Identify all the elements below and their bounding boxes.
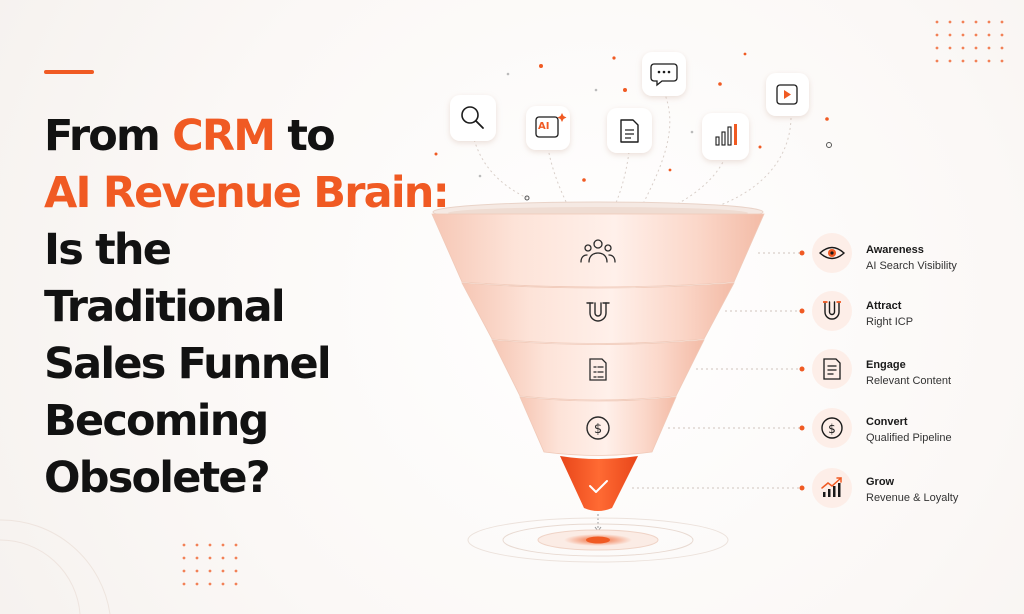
stage-title: Grow [866, 476, 895, 488]
magnet-icon [586, 302, 610, 322]
people-icon [580, 239, 616, 263]
chat-icon [642, 52, 686, 96]
headline-line-3: Is the [44, 225, 172, 275]
scatter-dots [434, 52, 832, 201]
headline-prefix: From [44, 111, 173, 161]
svg-text:$: $ [828, 422, 836, 436]
stage-subtitle: Right ICP [866, 316, 914, 328]
eye-icon [812, 233, 852, 273]
magnet-icon [812, 291, 852, 331]
stage-leader-dots [799, 250, 805, 491]
stage-leaders [632, 252, 800, 489]
dollar-icon: $ [812, 408, 852, 448]
headline-highlight: CRM [172, 111, 276, 161]
funnel-segment-grow [560, 456, 638, 511]
stage-label-convert: Convert Qualified Pipeline [866, 415, 952, 446]
ai-sparkle-icon [526, 106, 570, 150]
stage-subtitle: AI Search Visibility [866, 260, 957, 272]
headline-line-2: AI Revenue Brain: [44, 168, 450, 218]
headline-line-5: Sales Funnel [44, 339, 332, 389]
stage-label-engage: Engage Relevant Content [866, 358, 951, 389]
headline: From CRM to AI Revenue Brain: Is the Tra… [44, 108, 450, 507]
headline-line-4: Traditional [44, 282, 286, 332]
dot-grid-bottom-left [182, 543, 238, 586]
stage-subtitle: Revenue & Loyalty [866, 492, 959, 504]
target-rings [467, 517, 729, 563]
headline-line-6: Becoming [44, 396, 269, 446]
decorative-arcs [0, 519, 111, 614]
accent-bar [44, 70, 94, 74]
checkmark-icon [589, 480, 608, 493]
bar-chart-icon [702, 113, 749, 160]
funnel-segment-awareness [431, 213, 765, 288]
stage-subtitle: Qualified Pipeline [866, 432, 952, 444]
svg-text:$: $ [594, 422, 602, 437]
stage-title: Awareness [866, 244, 924, 256]
growth-chart-icon [812, 468, 852, 508]
document-icon [607, 108, 652, 153]
stage-label-attract: Attract Right ICP [866, 299, 913, 330]
checklist-icon [589, 358, 607, 381]
headline-suffix: to [274, 111, 335, 161]
play-icon [766, 73, 809, 116]
funnel-segment-engage [491, 339, 705, 401]
headline-line-7: Obsolete? [44, 453, 271, 503]
ai-badge-text: AI [538, 121, 550, 132]
dot-grid-top-right [935, 20, 1004, 63]
stage-label-awareness: Awareness AI Search Visibility [866, 243, 957, 274]
stage-title: Attract [866, 300, 902, 312]
funnel-segment-attract [461, 282, 735, 344]
document-icon [812, 349, 852, 389]
dollar-icon: $ [586, 416, 610, 440]
search-icon [450, 95, 496, 141]
stage-subtitle: Relevant Content [866, 375, 951, 387]
headline-line-1: From CRM to [44, 108, 448, 165]
sales-funnel: $ [431, 201, 765, 563]
stage-label-grow: Grow Revenue & Loyalty [866, 475, 958, 506]
funnel-segment-convert [519, 396, 677, 456]
stage-title: Convert [866, 416, 908, 428]
stage-title: Engage [866, 359, 906, 371]
